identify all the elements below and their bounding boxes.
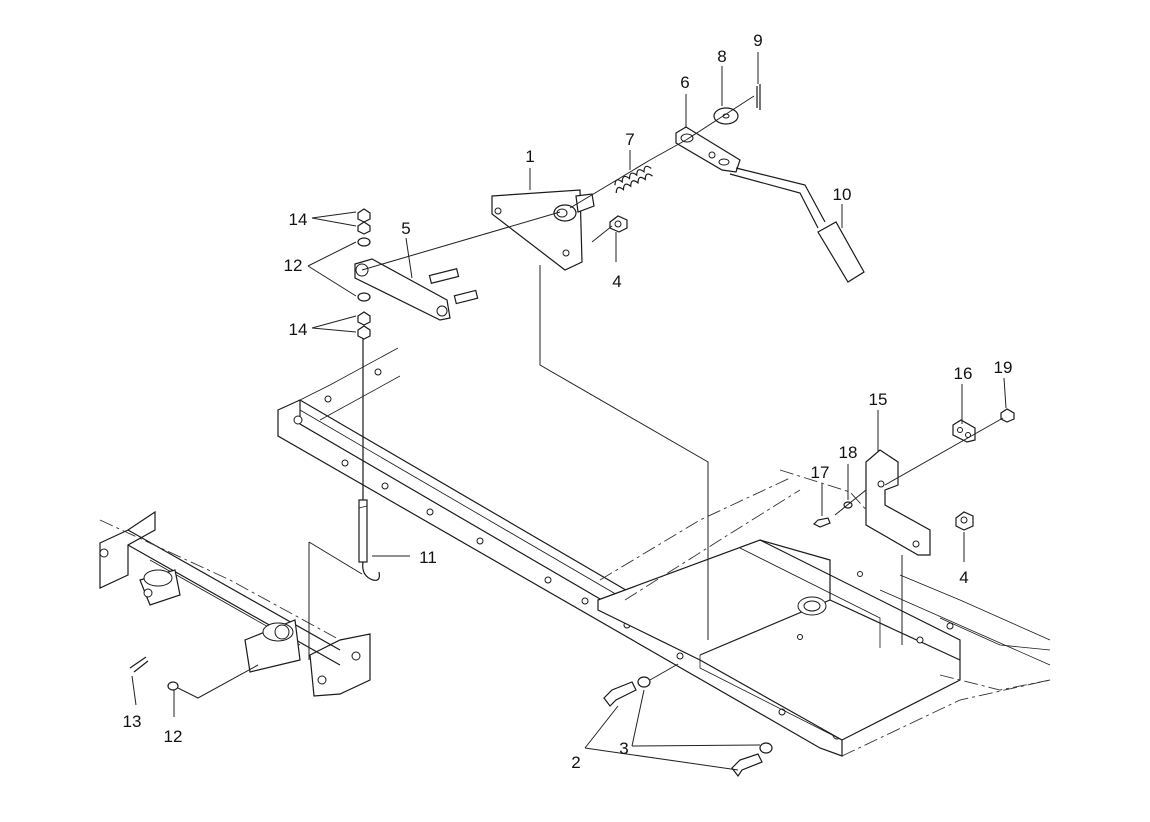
callout-12-lower: 12 bbox=[164, 727, 183, 746]
pin bbox=[129, 656, 149, 673]
callout-4-lower: 4 bbox=[959, 568, 968, 587]
callout-8: 8 bbox=[717, 47, 726, 66]
callout-16: 16 bbox=[954, 364, 973, 383]
front-linkage-bracket bbox=[99, 510, 371, 697]
callout-2: 2 bbox=[571, 753, 580, 772]
callout-15: 15 bbox=[869, 390, 888, 409]
callout-18: 18 bbox=[839, 443, 858, 462]
callout-6: 6 bbox=[680, 73, 689, 92]
callout-4-upper: 4 bbox=[612, 272, 621, 291]
callout-14-lower: 14 bbox=[289, 320, 308, 339]
callout-3: 3 bbox=[619, 739, 628, 758]
callout-9: 9 bbox=[753, 31, 762, 50]
callout-13: 13 bbox=[123, 712, 142, 731]
pivot-plate bbox=[491, 189, 595, 271]
callout-5: 5 bbox=[401, 219, 410, 238]
callout-12-upper: 12 bbox=[284, 256, 303, 275]
frame-rail bbox=[277, 347, 843, 757]
callout-10: 10 bbox=[833, 185, 852, 204]
threaded-rod bbox=[358, 338, 380, 581]
callout-labels: 1 2 3 4 4 5 6 7 8 9 10 11 12 12 13 14 14… bbox=[123, 31, 1013, 772]
callout-17: 17 bbox=[811, 463, 830, 482]
rear-deck bbox=[597, 469, 1051, 757]
callout-19: 19 bbox=[994, 358, 1013, 377]
leader-lines bbox=[131, 52, 1007, 771]
arm bbox=[354, 258, 479, 321]
rod-hardware bbox=[167, 208, 371, 691]
callout-7: 7 bbox=[625, 130, 634, 149]
spring bbox=[614, 165, 653, 194]
lever bbox=[675, 126, 865, 283]
washer-and-pin bbox=[713, 84, 761, 125]
bolts-and-washers bbox=[603, 676, 773, 778]
callout-11: 11 bbox=[419, 548, 437, 567]
side-bracket bbox=[812, 408, 1015, 556]
callout-14-upper: 14 bbox=[289, 210, 308, 229]
assembly-lines bbox=[177, 95, 1004, 699]
callout-1: 1 bbox=[525, 147, 534, 166]
nuts bbox=[609, 215, 974, 531]
